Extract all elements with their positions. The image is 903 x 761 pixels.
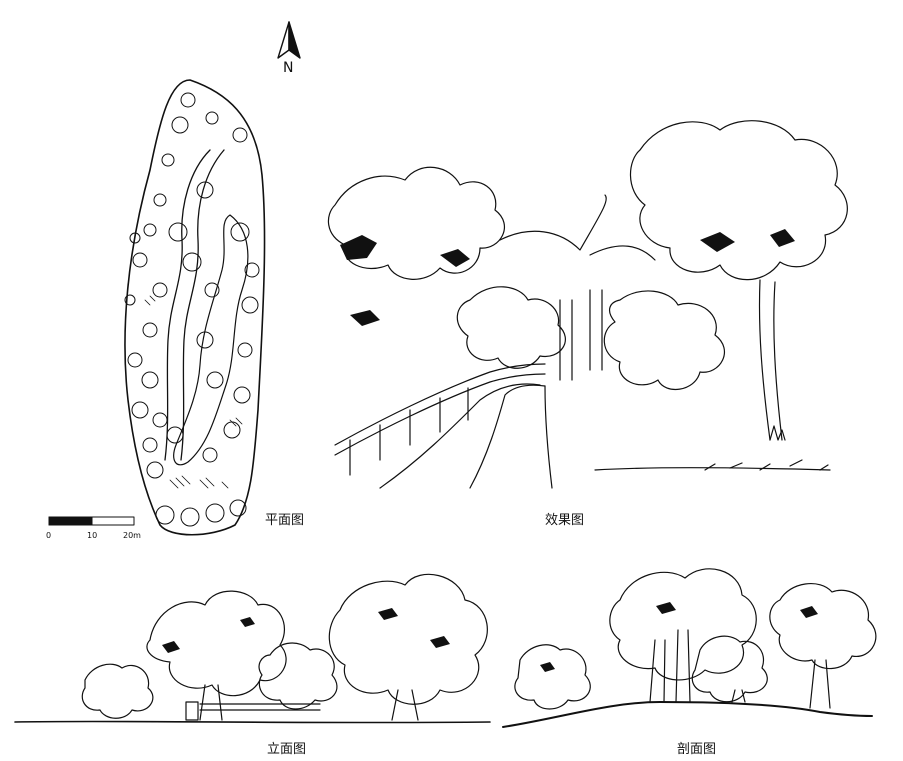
north-label: N [283, 60, 294, 76]
scale-tick-20m: 20m [123, 531, 141, 540]
scale-tick-10: 10 [87, 531, 98, 540]
north-arrow-icon [277, 21, 301, 59]
scale-tick-0: 0 [46, 531, 52, 540]
section-sketch [502, 568, 877, 728]
elevation-sketch [14, 573, 491, 724]
perspective-sketch [327, 120, 848, 489]
scale-bar [48, 516, 135, 526]
perspective-caption: 效果图 [545, 513, 585, 528]
site-plan [124, 79, 266, 536]
section-caption: 剖面图 [677, 742, 717, 757]
plan-caption: 平面图 [265, 513, 305, 528]
elevation-caption: 立面图 [267, 742, 307, 757]
